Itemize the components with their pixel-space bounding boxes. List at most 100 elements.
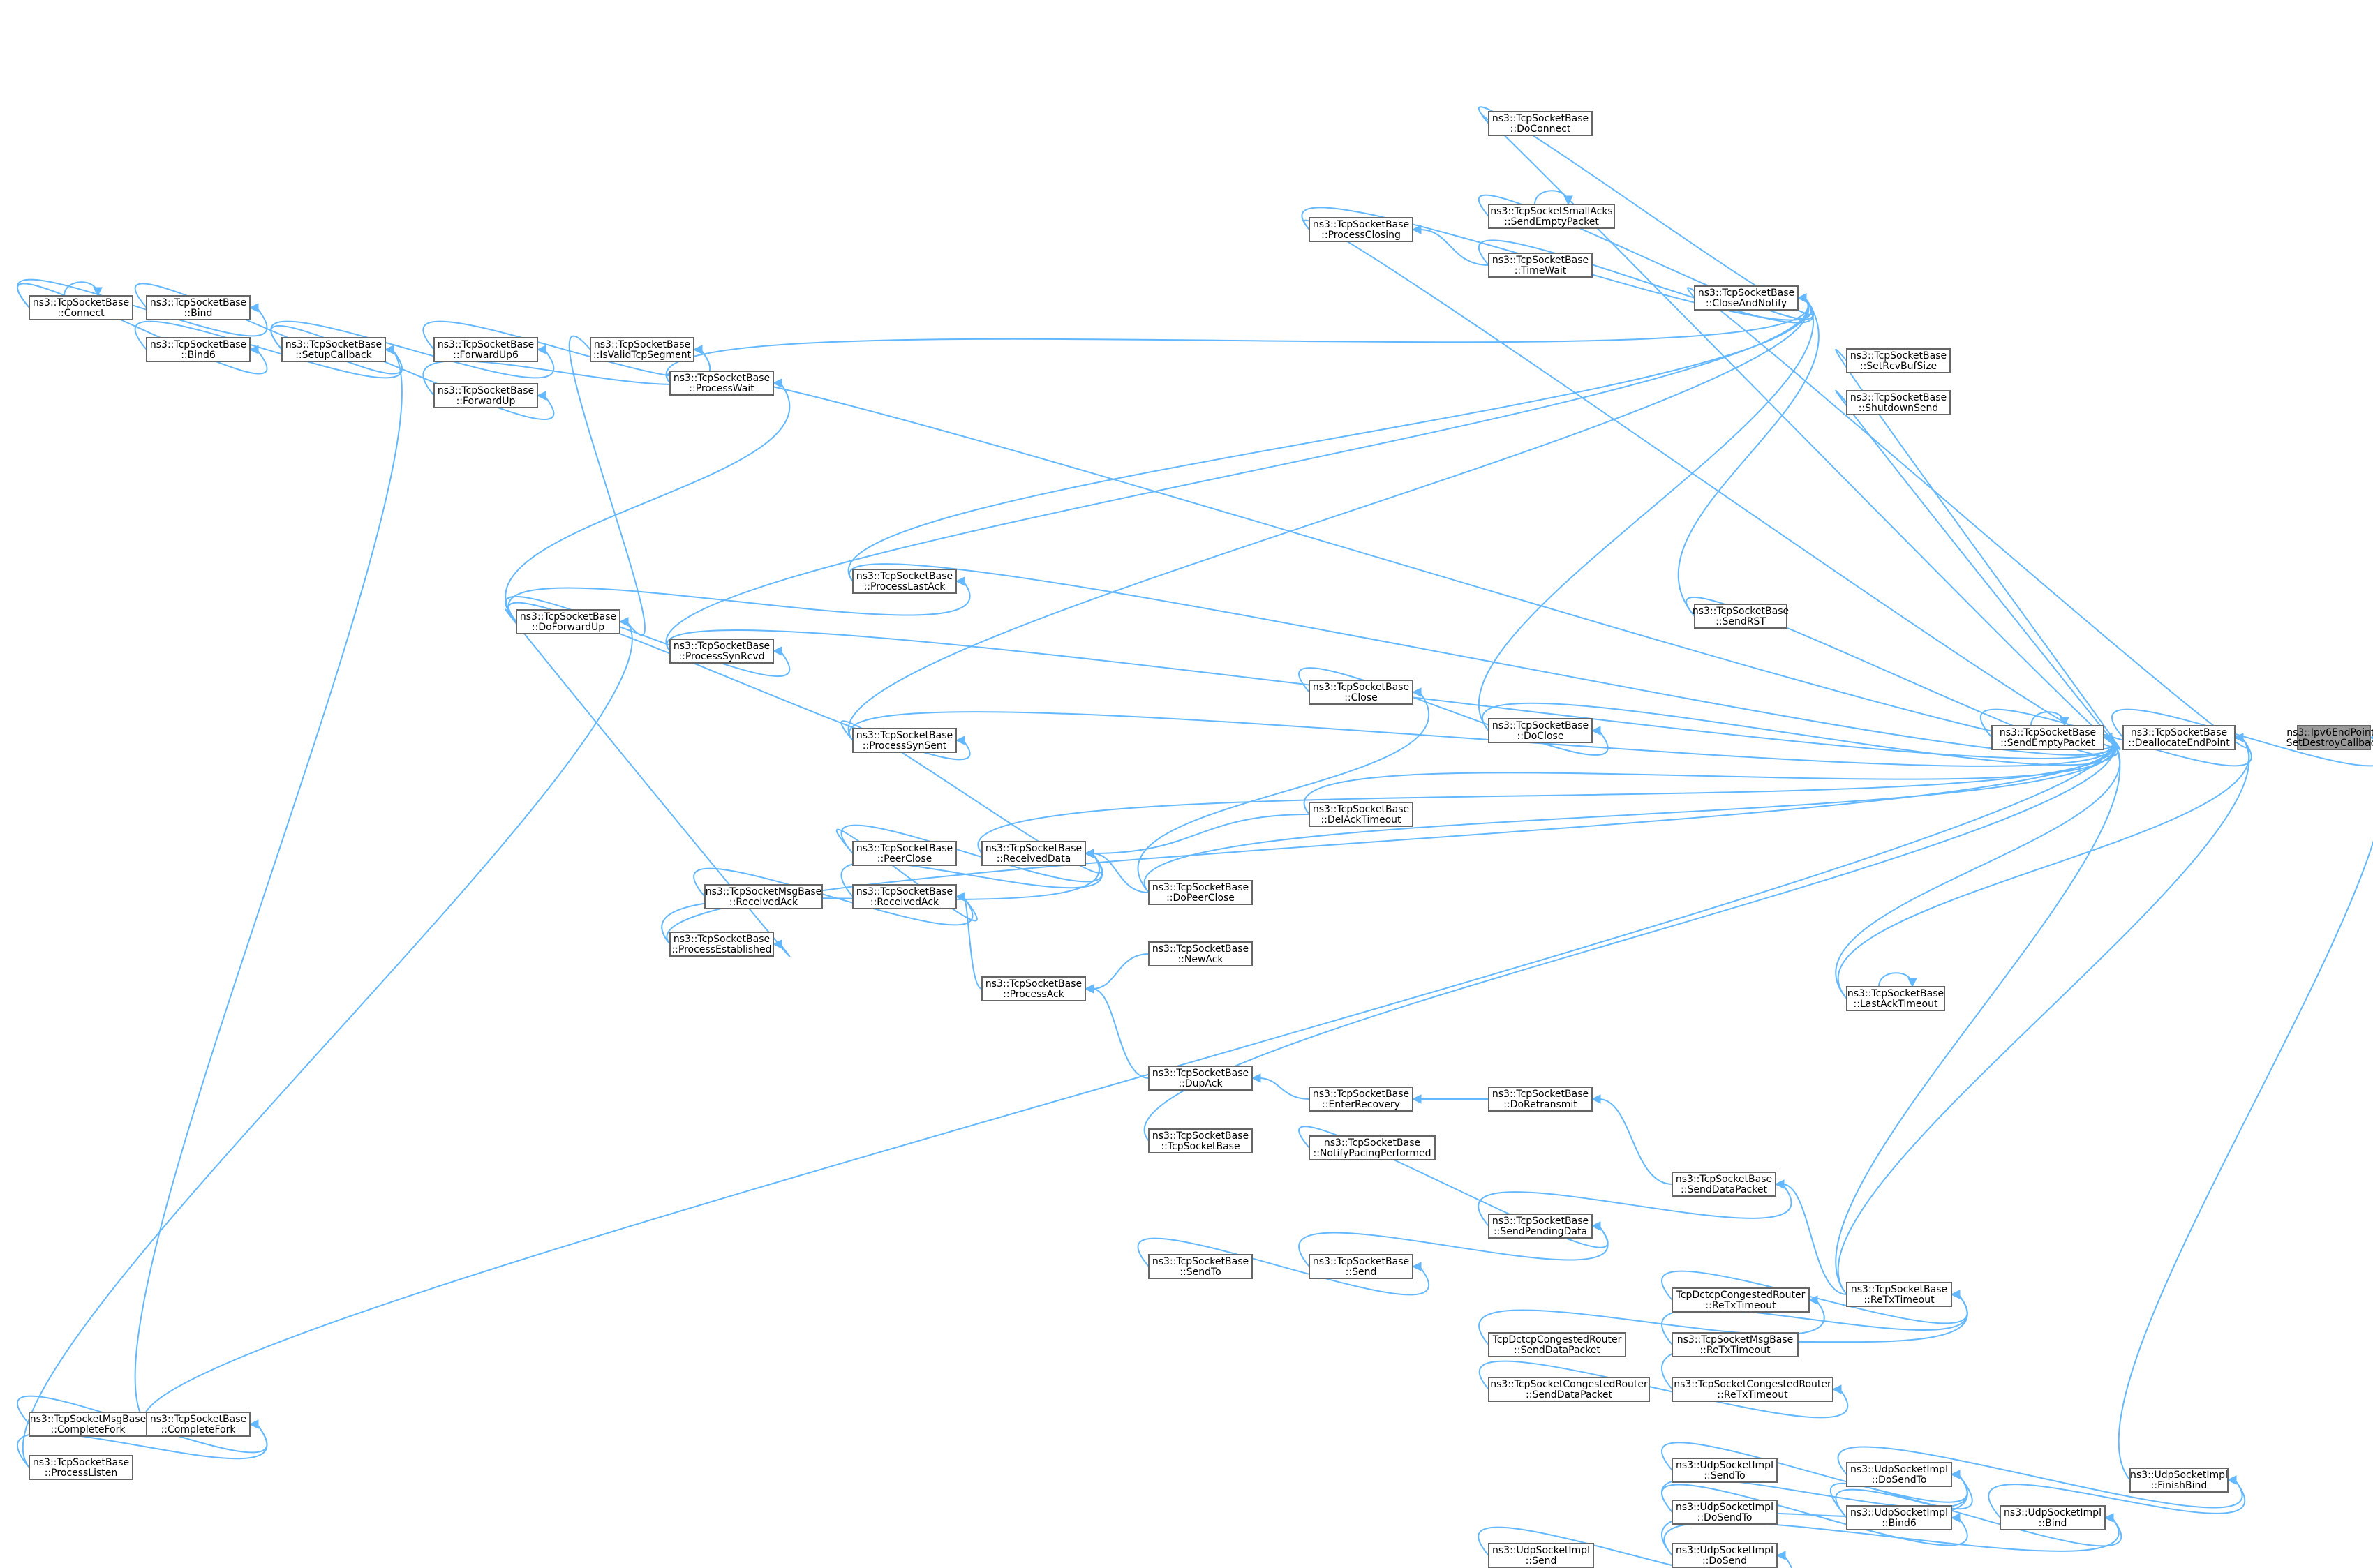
graph-node-n47[interactable]: ns3::TcpSocketBase::ProcessLastAck — [852, 569, 957, 594]
graph-edge-line — [1092, 814, 1310, 854]
graph-node-n24[interactable]: ns3::TcpSocketBase::SendDataPacket — [1672, 1172, 1776, 1197]
graph-node-n41[interactable]: ns3::TcpSocketBase::PeerClose — [852, 841, 957, 866]
graph-edge — [1478, 1526, 1792, 1568]
graph-node-n44[interactable]: ns3::TcpSocketMsgBase::ReceivedAck — [704, 884, 823, 909]
graph-node-n15[interactable]: ns3::TcpSocketBase::Close — [1309, 680, 1413, 705]
graph-node-n21[interactable]: ns3::TcpSocketBase::DoRetransmit — [1488, 1087, 1593, 1112]
graph-node-label: TcpDctcpCongestedRouter — [1676, 1290, 1806, 1301]
graph-node-n52[interactable]: ns3::TcpSocketBase::ForwardUp6 — [433, 337, 538, 362]
graph-edge — [507, 576, 971, 622]
graph-node-n1[interactable]: ns3::TcpSocketBase::DeallocateEndPoint — [2122, 725, 2236, 750]
graph-node-n32[interactable]: ns3::TcpSocketCongestedRouter::SendDataP… — [1488, 1377, 1650, 1402]
graph-node-n23[interactable]: ns3::TcpSocketBase::NotifyPacingPerforme… — [1309, 1135, 1436, 1160]
graph-node-n55[interactable]: ns3::TcpSocketBase::Bind — [146, 295, 251, 320]
graph-node-n13[interactable]: ns3::TcpSocketBase::ProcessClosing — [1309, 217, 1413, 242]
graph-node-n2[interactable]: ns3::UdpSocketImpl::FinishBind — [2129, 1468, 2229, 1493]
graph-node-n36[interactable]: ns3::UdpSocketImpl::Bind6 — [1846, 1505, 1952, 1530]
graph-node-n11[interactable]: ns3::TcpSocketSmallAcks::SendEmptyPacket — [1488, 204, 1615, 229]
graph-node-n31[interactable]: ns3::TcpSocketCongestedRouter::ReTxTimeo… — [1672, 1377, 1833, 1402]
graph-node-n7[interactable]: ns3::TcpSocketBase::ReTxTimeout — [1846, 1282, 1952, 1307]
graph-node-n25[interactable]: ns3::TcpSocketBase::SendPendingData — [1488, 1214, 1593, 1239]
graph-edge — [1878, 972, 1917, 988]
graph-node-label: ::TimeWait — [1515, 265, 1567, 276]
graph-node-n22[interactable]: ns3::TcpSocketBase::TcpSocketBase — [1148, 1128, 1253, 1153]
graph-node-box — [1846, 1505, 1952, 1530]
graph-edge-line — [847, 297, 1809, 582]
graph-edge-line — [1143, 737, 2115, 1142]
graph-node-n33[interactable]: ns3::UdpSocketImpl::DoSendTo — [1846, 1462, 1952, 1487]
graph-node-n60[interactable]: ns3::TcpSocketBase::ProcessListen — [29, 1455, 133, 1480]
graph-node-label: ::ReTxTimeout — [1864, 1294, 1935, 1306]
graph-node-label: ::SendEmptyPacket — [1504, 216, 1599, 227]
graph-node-label: ::LastAckTimeout — [1854, 999, 1938, 1010]
graph-node-n49[interactable]: ns3::TcpSocketBase::ProcessEstablished — [669, 932, 774, 957]
graph-node-box — [1488, 111, 1593, 136]
graph-node-n29[interactable]: TcpDctcpCongestedRouter::SendDataPacket — [1488, 1332, 1626, 1357]
graph-node-n46[interactable]: ns3::TcpSocketBase::ProcessSynRcvd — [669, 639, 774, 664]
graph-node-label: ns3::TcpSocketBase — [1313, 1256, 1409, 1267]
graph-edge-line — [1835, 348, 2121, 750]
graph-node-n53[interactable]: ns3::TcpSocketBase::ForwardUp — [433, 383, 538, 408]
graph-node-n45[interactable]: ns3::TcpSocketBase::ProcessSynSent — [852, 728, 957, 753]
graph-node-n48[interactable]: ns3::TcpSocketBase::ProcessWait — [669, 371, 774, 396]
graph-node-n0[interactable]: ns3::Ipv6EndPoint::SetDestroyCallback — [2286, 725, 2373, 750]
graph-edge-line — [1092, 953, 1150, 990]
graph-node-n6[interactable]: ns3::TcpSocketBase::LastAckTimeout — [1846, 986, 1945, 1011]
graph-edge-line — [1837, 1446, 2243, 1509]
graph-edge-line — [1838, 737, 2250, 999]
graph-node-box — [2129, 1468, 2229, 1493]
graph-node-n19[interactable]: ns3::TcpSocketBase::DupAck — [1148, 1066, 1253, 1091]
graph-node-n39[interactable]: ns3::UdpSocketImpl::Send — [1488, 1543, 1594, 1568]
graph-node-n40[interactable]: ns3::TcpSocketBase::ReceivedData — [981, 841, 1086, 866]
graph-node-n51[interactable]: ns3::TcpSocketBase::IsValidTcpSegment — [590, 337, 694, 362]
graph-node-n59[interactable]: ns3::TcpSocketMsgBase::CompleteFork — [29, 1412, 147, 1437]
graph-node-n9[interactable]: ns3::TcpSocketBase::ShutdownSend — [1846, 390, 1951, 415]
graph-node-n38[interactable]: ns3::UdpSocketImpl::DoSend — [1672, 1543, 1778, 1568]
graph-edge-arrowhead — [1774, 1179, 1785, 1189]
graph-edge-line — [849, 711, 2115, 767]
graph-node-n27[interactable]: ns3::TcpSocketBase::Send — [1309, 1254, 1413, 1279]
graph-node-n18[interactable]: ns3::TcpSocketBase::NewAck — [1148, 941, 1253, 966]
graph-node-n14[interactable]: ns3::TcpSocketBase::DoClose — [1488, 718, 1593, 743]
graph-node-n5[interactable]: ns3::TcpSocketBase::SendRST — [1693, 604, 1789, 629]
graph-node-box — [1488, 1377, 1650, 1402]
graph-edge — [505, 378, 791, 622]
graph-node-n34[interactable]: ns3::UdpSocketImpl::SendTo — [1672, 1458, 1778, 1483]
graph-node-box — [1488, 204, 1615, 229]
graph-node-n4[interactable]: ns3::TcpSocketBase::CloseAndNotify — [1694, 285, 1799, 311]
graph-node-n37[interactable]: ns3::UdpSocketImpl::Bind — [2000, 1505, 2106, 1530]
graph-edge-arrowhead — [772, 939, 782, 949]
graph-node-label: ns3::TcpSocketCongestedRouter — [1490, 1379, 1648, 1390]
graph-node-n28[interactable]: TcpDctcpCongestedRouter::ReTxTimeout — [1672, 1287, 1810, 1313]
graph-node-n54[interactable]: ns3::TcpSocketBase::SetupCallback — [281, 337, 386, 362]
graph-edge-arrowhead — [1084, 849, 1094, 858]
graph-edge-arrowhead — [1411, 225, 1422, 234]
graph-node-n56[interactable]: ns3::TcpSocketBase::Bind6 — [146, 337, 251, 362]
graph-node-n12[interactable]: ns3::TcpSocketBase::TimeWait — [1488, 253, 1593, 278]
graph-node-n3[interactable]: ns3::TcpSocketBase::SendEmptyPacket — [1991, 725, 2104, 750]
graph-node-label: ns3::TcpSocketBase — [1850, 350, 1947, 361]
graph-node-n17[interactable]: ns3::TcpSocketBase::DoPeerClose — [1148, 880, 1253, 905]
graph-node-n57[interactable]: ns3::TcpSocketBase::Connect — [29, 295, 133, 320]
graph-edge-arrowhead — [2060, 717, 2069, 727]
graph-node-label: ns3::TcpSocketBase — [1698, 288, 1794, 299]
graph-node-n50[interactable]: ns3::TcpSocketBase::DoForwardUp — [516, 609, 620, 634]
graph-node-n8[interactable]: ns3::TcpSocketBase::SetRcvBufSize — [1846, 348, 1951, 373]
graph-node-n10[interactable]: ns3::TcpSocketBase::DoConnect — [1488, 111, 1593, 136]
graph-edge-arrowhead — [1411, 1094, 1422, 1104]
graph-node-n16[interactable]: ns3::TcpSocketBase::DelAckTimeout — [1309, 802, 1413, 827]
graph-node-n35[interactable]: ns3::UdpSocketImpl::DoSendTo — [1672, 1500, 1778, 1525]
graph-node-n43[interactable]: ns3::TcpSocketBase::ProcessAck — [981, 976, 1086, 1001]
graph-node-n58[interactable]: ns3::TcpSocketBase::CompleteFork — [146, 1412, 251, 1437]
graph-node-label: ns3::TcpSocketBase — [150, 1414, 246, 1425]
graph-node-n26[interactable]: ns3::TcpSocketBase::SendTo — [1148, 1254, 1253, 1279]
graph-node-n20[interactable]: ns3::TcpSocketBase::EnterRecovery — [1309, 1087, 1413, 1112]
graph-node-label: ::PeerClose — [877, 853, 932, 865]
graph-node-n30[interactable]: ns3::TcpSocketMsgBase::ReTxTimeout — [1672, 1332, 1799, 1357]
graph-edge-line — [1663, 1517, 2120, 1556]
graph-node-label: ::Send — [1346, 1267, 1377, 1278]
graph-node-label: ns3::TcpSocketBase — [1324, 1137, 1420, 1149]
graph-node-label: ns3::TcpSocketBase — [2000, 727, 2096, 738]
graph-node-label: ns3::TcpSocketMsgBase — [30, 1414, 146, 1425]
graph-node-n42[interactable]: ns3::TcpSocketBase::ReceivedAck — [852, 884, 957, 909]
